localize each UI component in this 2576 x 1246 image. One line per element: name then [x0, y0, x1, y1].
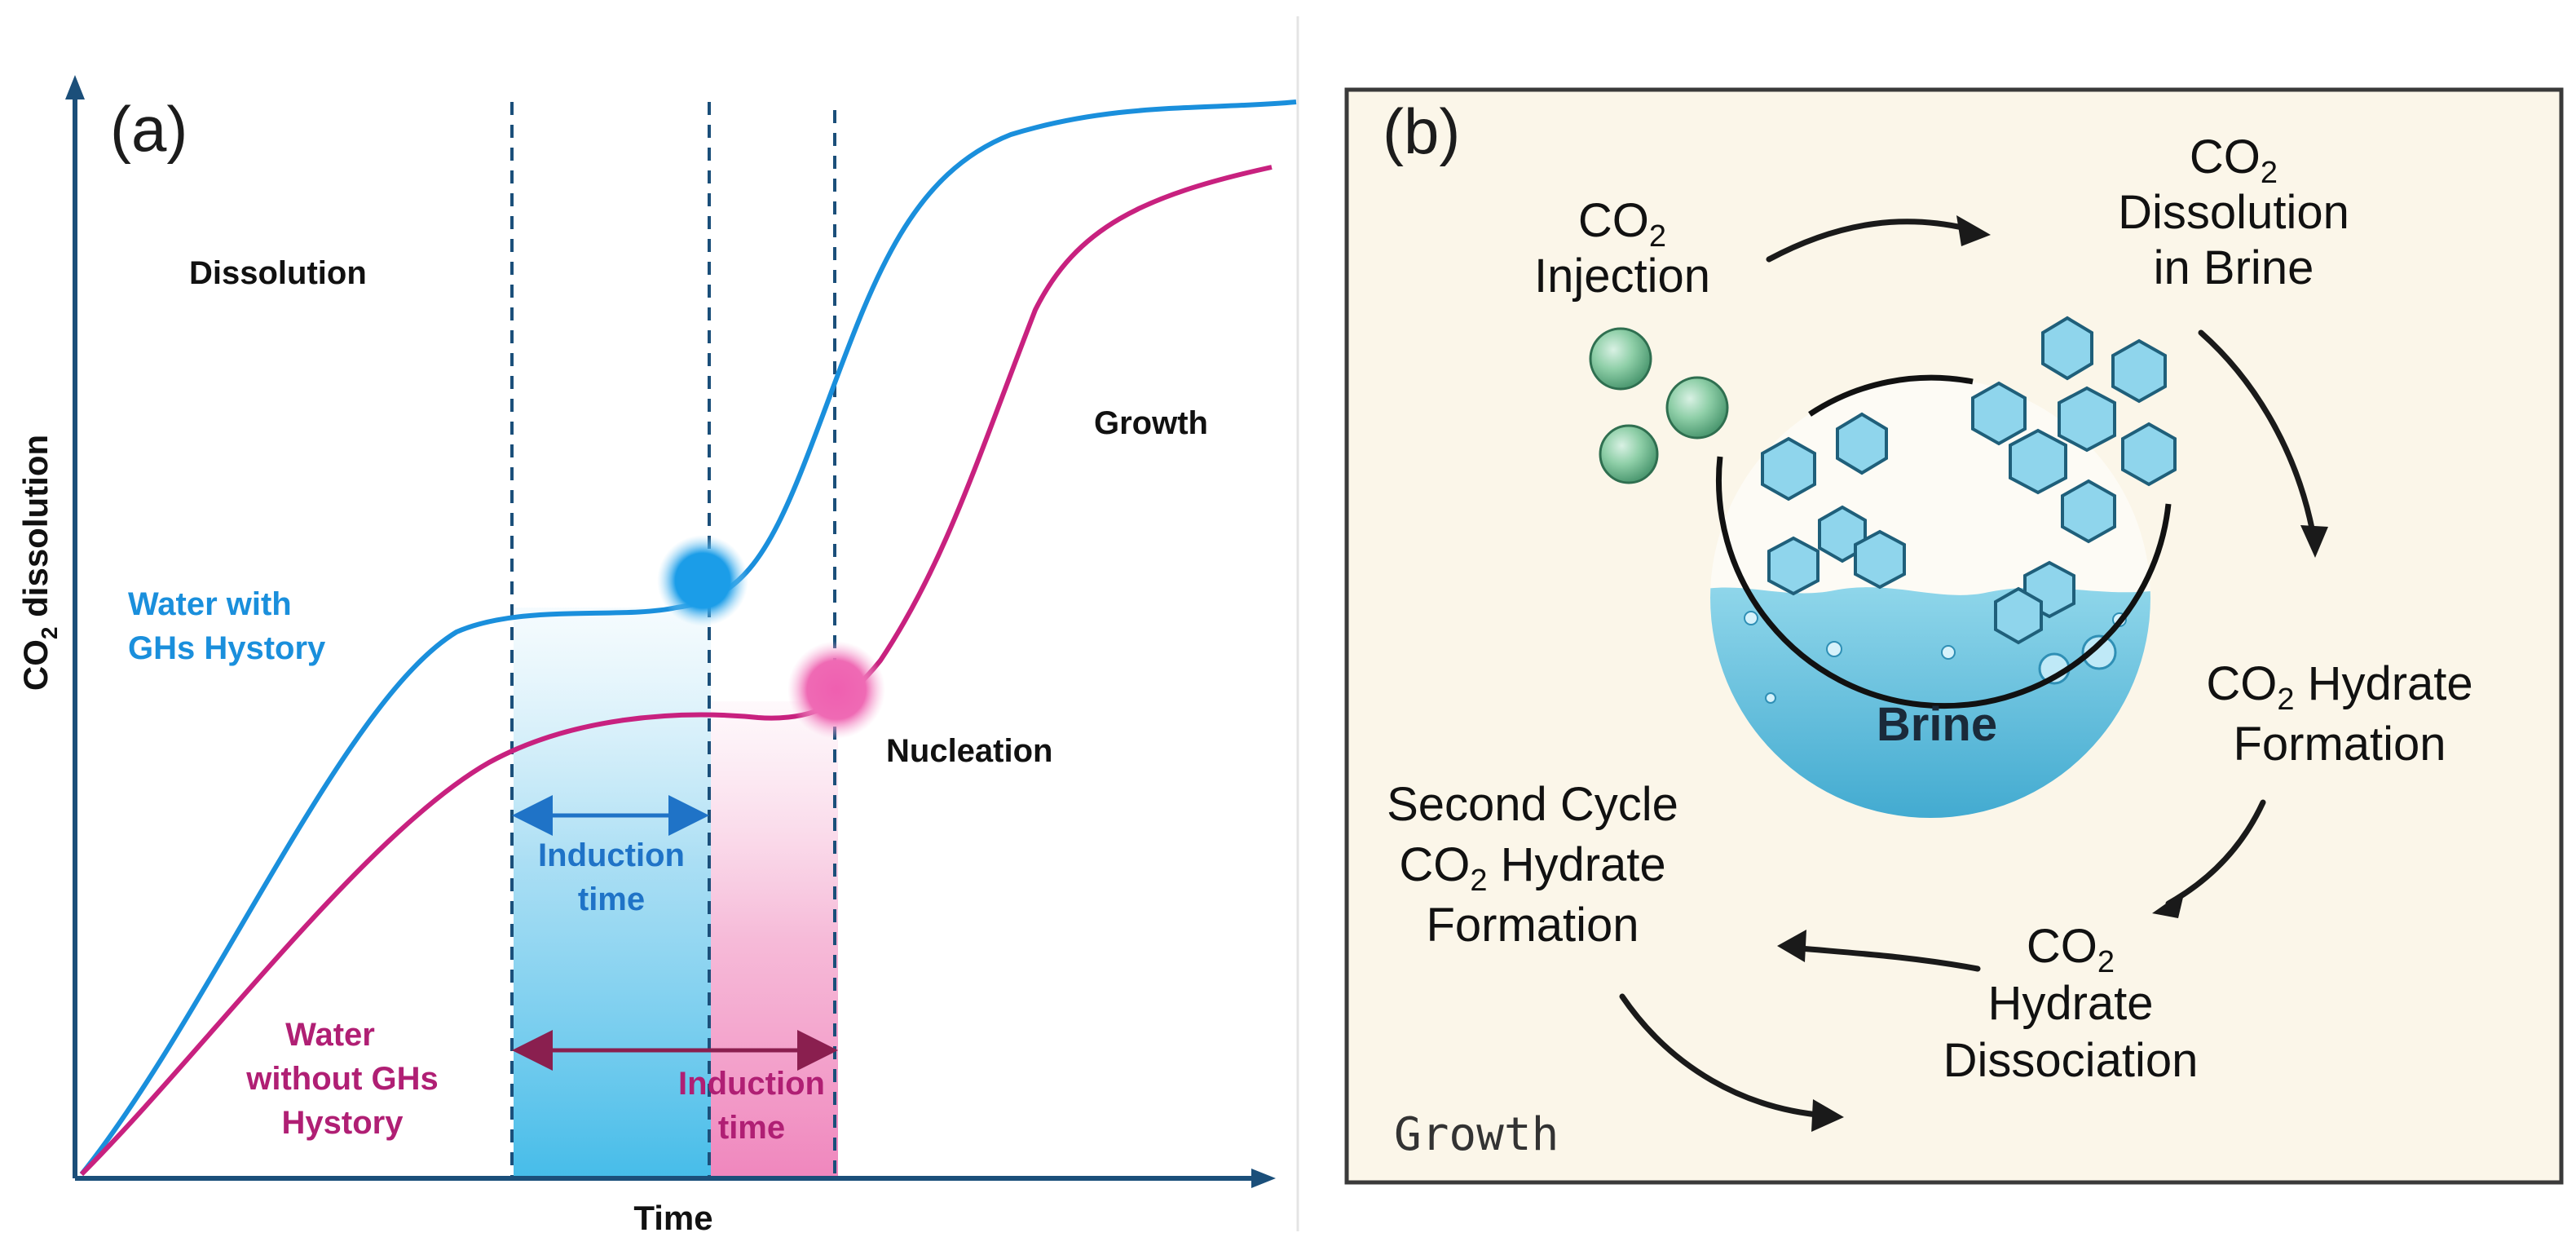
arrowhead: [1811, 1099, 1844, 1132]
hydrate-crystal: [2111, 338, 2167, 404]
induction-pink-label-2: time: [718, 1110, 785, 1146]
formation-rest: Hydrate: [2294, 657, 2472, 710]
induction-pink-label-1: Induction: [678, 1066, 825, 1102]
label-second-formation: Formation: [1426, 899, 1639, 952]
induction-blue-label-1: Induction: [538, 837, 685, 873]
panel-a-label: (a): [110, 93, 187, 165]
hydrate-crystal: [1971, 381, 2027, 446]
panel-a: (a) Dissolution Growth Nucleation Water …: [16, 75, 1297, 1237]
hydrate-crystal: [2058, 386, 2116, 453]
arrowhead: [2300, 525, 2328, 558]
label-in-brine: in Brine: [2154, 241, 2314, 294]
panel-b-label: (b): [1383, 95, 1460, 167]
stage-growth: Growth: [1094, 405, 1208, 441]
label-second-co2-hydrate: CO2 Hydrate: [1399, 838, 1665, 898]
second-sub: 2: [1470, 864, 1487, 898]
injection-sub: 2: [1649, 219, 1666, 254]
x-axis-arrowhead: [1251, 1169, 1276, 1188]
y-axis-label: CO2 dissolution: [16, 435, 62, 691]
y-axis-label-rest: dissolution: [16, 435, 55, 627]
hydrate-crystal: [1854, 529, 1906, 590]
label-hydrate: Hydrate: [1987, 977, 2153, 1030]
induction-blue-label-2: time: [578, 881, 645, 917]
induction-band-pink: [711, 701, 838, 1178]
y-axis-label-sub: 2: [37, 627, 62, 640]
second-co: CO: [1399, 838, 1470, 891]
hydrate-crystal: [2041, 316, 2093, 381]
nucleation-point-pink: [787, 641, 885, 739]
label-formation: Formation: [2233, 718, 2446, 771]
panel-b: (b): [1344, 87, 2564, 1185]
y-axis-label-co: CO: [16, 639, 55, 691]
arrow-injection-to-dissolution: [1766, 219, 1976, 263]
arrow-second-to-injection: [1619, 993, 1829, 1119]
legend-water-with-1: Water with: [128, 586, 292, 622]
hydrate-crystal: [1761, 436, 1816, 501]
legend-water-with-2: GHs Hystory: [128, 630, 326, 666]
injection-co: CO: [1578, 194, 1649, 247]
nucleation-point-blue: [657, 535, 748, 626]
hydrate-crystal: [2061, 479, 2116, 544]
stage-dissolution: Dissolution: [189, 255, 367, 291]
label-second-cycle: Second Cycle: [1387, 778, 1678, 831]
label-co2-dissociation: CO2: [2027, 920, 2115, 979]
label-injection: Injection: [1534, 250, 1710, 303]
hydrate-crystal: [2009, 428, 2067, 495]
hydrate-crystal: [1994, 586, 2043, 645]
induction-band-blue: [514, 608, 711, 1178]
hydrate-crystal: [2121, 422, 2177, 487]
hydrate-crystal: [1767, 536, 1820, 596]
co2-bubble: [1665, 376, 1729, 440]
label-co2-dissolution: CO2: [2190, 130, 2278, 190]
formation-co: CO: [2206, 657, 2277, 710]
arrow-dissociation-to-second: [1789, 944, 1981, 972]
label-dissociation: Dissociation: [1943, 1034, 2199, 1087]
y-axis-arrowhead: [65, 75, 85, 99]
dissociation-sub: 2: [2097, 945, 2115, 979]
dissociation-co: CO: [2027, 920, 2097, 973]
cycle-arrowheads: [1777, 215, 2328, 1132]
legend-water-without-2: without GHs: [245, 1061, 439, 1097]
arrowhead: [1777, 930, 1806, 962]
arrow-dissolution-to-formation: [2198, 329, 2317, 540]
vessel-wall: [1715, 456, 2172, 709]
arrowhead: [1956, 215, 1991, 246]
dissolution-co: CO: [2190, 130, 2261, 183]
legend-water-without-3: Hystory: [282, 1105, 404, 1141]
label-co2-hydrate-formation: CO2 Hydrate: [2206, 657, 2472, 717]
arrowhead: [2152, 890, 2185, 918]
co2-bubble: [1589, 327, 1652, 391]
second-rest: Hydrate: [1487, 838, 1665, 891]
hydrate-crystal: [1836, 412, 1888, 475]
dissolution-sub: 2: [2261, 156, 2278, 190]
hydrate-crystals: [1761, 316, 2177, 645]
legend-water-without-1: Water: [285, 1017, 375, 1053]
x-axis-label: Time: [633, 1199, 712, 1237]
label-dissolution: Dissolution: [2118, 186, 2349, 239]
stage-nucleation: Nucleation: [886, 733, 1052, 769]
formation-sub: 2: [2277, 683, 2294, 717]
label-growth: Growth: [1394, 1108, 1559, 1161]
vessel-wall-top: [1808, 374, 1974, 417]
co2-bubble: [1599, 424, 1659, 484]
label-co2-injection: CO2: [1578, 194, 1666, 254]
label-brine: Brine: [1877, 698, 1997, 751]
